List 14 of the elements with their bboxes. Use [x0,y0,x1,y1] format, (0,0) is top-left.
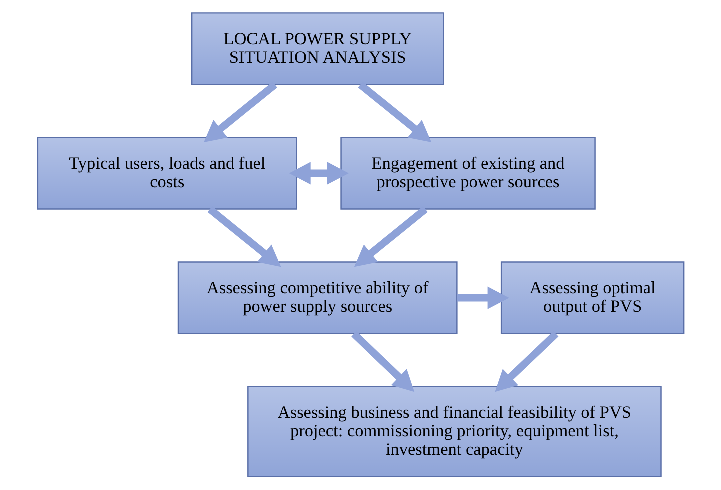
node-box: Assessing competitive ability of power supply sources [177,262,458,334]
arrow [351,331,414,392]
node-box: LOCAL POWER SUPPLY SITUATION ANALYSIS [190,12,444,86]
arrow [494,331,558,392]
arrow [456,286,509,310]
arrow [204,82,277,143]
node-box: Assessing optimal output of PVS [500,262,684,334]
node-box: Assessing business and financial feasibility of PVS project: commissioning priority, equipment list, investment capacity [247,386,662,478]
arrow [207,206,281,268]
arrow [354,206,428,268]
arrow [288,162,348,185]
arrow [358,82,432,143]
node-box: Engagement of existing and prospective power sources [340,137,596,210]
node-box: Typical users, loads and fuel costs [36,137,297,210]
